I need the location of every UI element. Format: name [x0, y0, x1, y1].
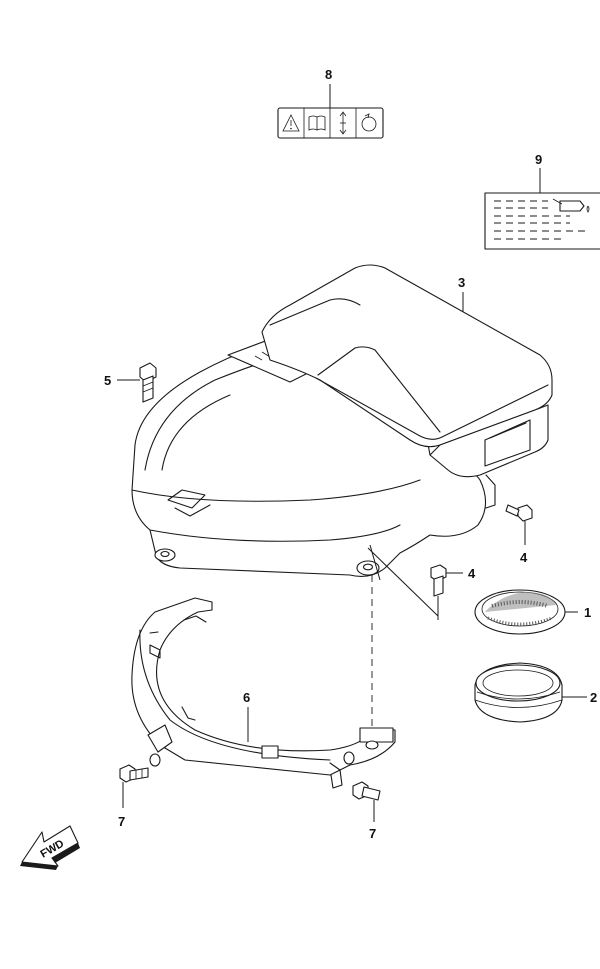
part-7-bolt-left[interactable] [119, 764, 149, 783]
callout-3: 3 [458, 275, 465, 290]
callout-5: 5 [104, 373, 111, 388]
part-1-mesh-screen[interactable] [474, 589, 566, 635]
callout-9: 9 [535, 152, 542, 167]
part-7-bolt-right[interactable] [352, 781, 381, 801]
part-5-bolt[interactable] [139, 362, 157, 403]
part-4-bolt-right[interactable] [505, 504, 533, 522]
fwd-arrow: FWD [20, 825, 80, 870]
callout-4a: 4 [520, 550, 528, 565]
callout-1: 1 [584, 605, 591, 620]
part-4-bolt-middle[interactable] [430, 564, 447, 597]
callout-7b: 7 [369, 826, 376, 841]
label-text-lines [494, 200, 585, 240]
part-9-oil-label[interactable] [484, 192, 600, 250]
part-6-cover-bracket[interactable] [131, 597, 396, 789]
callout-6: 6 [243, 690, 250, 705]
part-8-warning-label[interactable] [277, 107, 384, 139]
callout-2: 2 [590, 690, 597, 705]
callout-8: 8 [325, 67, 332, 82]
manual-book-icon [308, 115, 326, 131]
assembly-guide-lines [367, 544, 439, 745]
callout-4b: 4 [468, 566, 476, 581]
rotation-icon [361, 113, 377, 132]
part-2-grommet[interactable] [474, 662, 563, 723]
up-down-arrow-icon [339, 111, 347, 135]
oil-can-icon [552, 198, 590, 213]
callout-7a: 7 [118, 814, 125, 829]
part-3-flywheel-cover[interactable] [131, 264, 553, 577]
warning-triangle-icon [282, 114, 300, 132]
